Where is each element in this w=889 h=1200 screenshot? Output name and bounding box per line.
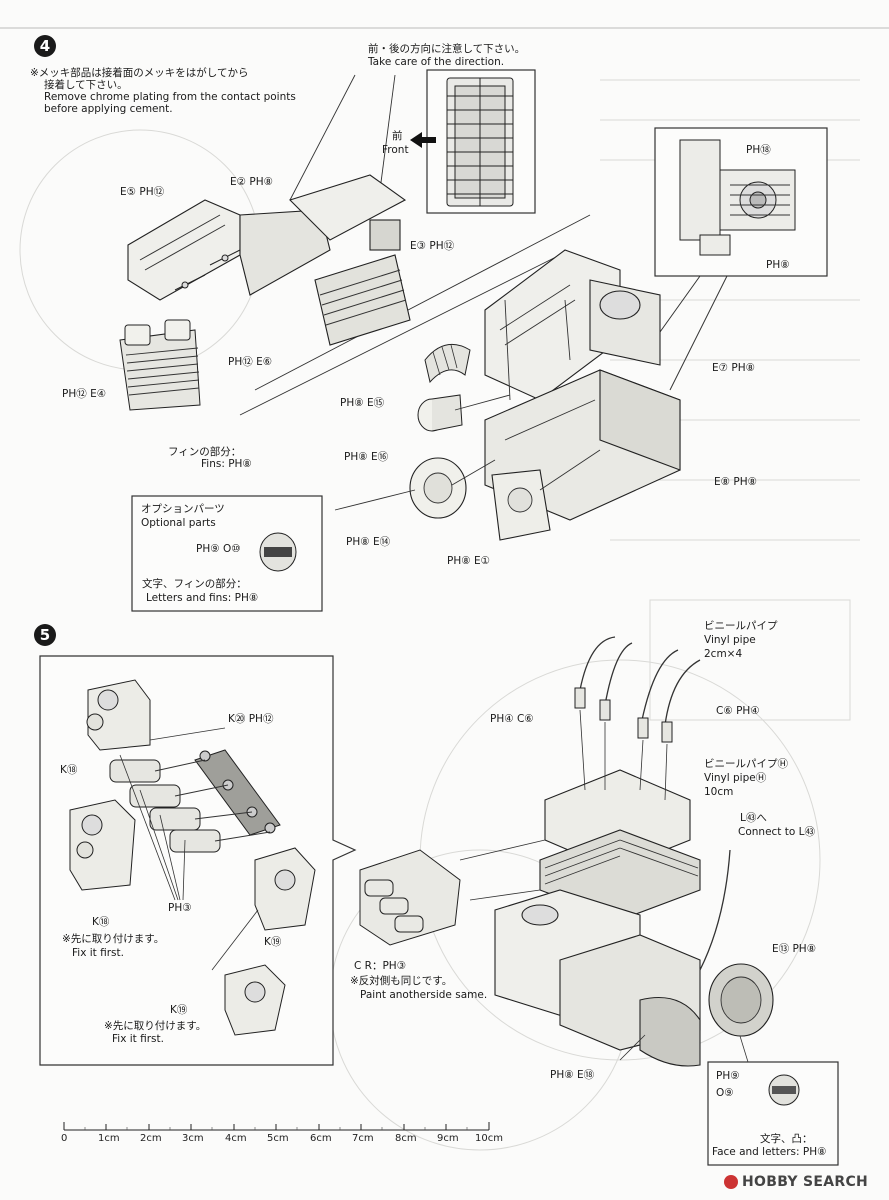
ruler-tick-4: 4cm	[225, 1133, 247, 1144]
label-e6: PH⑫ E⑥	[228, 356, 273, 368]
chrome-note-jp-1: ※メッキ部品は接着面のメッキをはがしてから	[30, 67, 249, 79]
hobby-search-brand: HOBBY SEARCH	[742, 1174, 869, 1190]
step-4-badge: 4	[34, 35, 56, 57]
label-ph3: PH③	[168, 902, 192, 914]
label-e4: PH⑫ E④	[62, 388, 107, 400]
front-label-jp: 前	[392, 130, 403, 142]
label-cr: C R：PH③	[354, 960, 407, 972]
front-label-en: Front	[382, 144, 409, 156]
vinyl-pipe-jp: ビニールパイプ	[704, 620, 778, 632]
fix-first-jp: ※先に取り付けます。	[62, 933, 165, 945]
fins-label-jp: フィンの部分：	[168, 446, 242, 458]
cover-o9: O⑨	[716, 1087, 734, 1099]
label-k18-upper: K⑱	[60, 764, 78, 776]
vinyl-pipe-h-size: 10cm	[704, 786, 734, 798]
label-e15: PH⑧ E⑮	[340, 397, 385, 409]
ruler-tick-3: 3cm	[182, 1133, 204, 1144]
hobby-search-watermark: HOBBY SEARCH	[724, 1174, 868, 1190]
option-letters-en: Letters and fins: PH⑧	[146, 592, 259, 604]
vinyl-pipe-en: Vinyl pipe	[704, 634, 756, 646]
ruler-tick-2: 2cm	[140, 1133, 162, 1144]
connect-l43-en: Connect to L㊸	[738, 826, 815, 838]
label-e1: PH⑧ E①	[447, 555, 491, 567]
ruler-tick-6: 6cm	[310, 1133, 332, 1144]
label-e13: E⑬ PH⑧	[772, 943, 817, 955]
vinyl-pipe-h-jp: ビニールパイプⒽ	[704, 758, 788, 770]
paint-note-jp: ※反対側も同じです。	[350, 975, 453, 987]
chrome-note-en-1: Remove chrome plating from the contact p…	[44, 91, 296, 103]
ruler-tick-9: 9cm	[437, 1133, 459, 1144]
label-k18-lower: K⑱	[92, 916, 110, 928]
option-title-en: Optional parts	[141, 517, 216, 529]
label-e2: E② PH⑧	[230, 176, 274, 188]
cover-letters-jp: 文字、凸：	[760, 1133, 813, 1145]
ruler-tick-0: 0	[61, 1133, 68, 1144]
ruler-tick-8: 8cm	[395, 1133, 417, 1144]
chrome-note-jp-2: 接着して下さい。	[44, 79, 128, 91]
vinyl-pipe-size: 2cm×4	[704, 648, 743, 660]
label-e18: PH⑧ E⑱	[550, 1069, 595, 1081]
label-ph18: PH⑱	[746, 144, 771, 156]
paint-note-en: Paint anotherside same.	[360, 989, 488, 1001]
label-k19-lower: K⑲	[170, 1004, 188, 1016]
ruler-tick-5: 5cm	[267, 1133, 289, 1144]
label-k19-upper: K⑲	[264, 936, 282, 948]
hobby-search-logo-icon	[724, 1175, 738, 1189]
fins-label-en: Fins: PH⑧	[201, 458, 252, 470]
step-5-badge: 5	[34, 624, 56, 646]
option-part-label: PH⑨ O⑩	[196, 543, 241, 555]
connect-l43-jp: L㊸へ	[740, 812, 767, 824]
ruler-tick-1: 1cm	[98, 1133, 120, 1144]
label-e14: PH⑧ E⑭	[346, 536, 391, 548]
label-e3: E③ PH⑫	[410, 240, 455, 252]
ruler-tick-10: 10cm	[475, 1133, 503, 1144]
label-k20: K⑳ PH⑫	[228, 713, 274, 725]
label-e5: E⑤ PH⑫	[120, 186, 165, 198]
option-title-jp: オプションパーツ	[141, 503, 225, 515]
ruler-tick-7: 7cm	[352, 1133, 374, 1144]
label-ph8-inset: PH⑧	[766, 259, 790, 271]
cover-letters-en: Face and letters: PH⑧	[712, 1146, 827, 1158]
option-letters-jp: 文字、フィンの部分：	[142, 578, 247, 590]
fix-first-en: Fix it first.	[72, 947, 124, 959]
label-e16: PH⑧ E⑯	[344, 451, 389, 463]
fix-first2-en: Fix it first.	[112, 1033, 164, 1045]
vinyl-pipe-h-en: Vinyl pipeⒽ	[704, 772, 767, 784]
label-e7: E⑦ PH⑧	[712, 362, 756, 374]
label-e8: E⑧ PH⑧	[714, 476, 758, 488]
direction-note-jp: 前・後の方向に注意して下さい。	[368, 43, 526, 55]
direction-note-en: Take care of the direction.	[368, 56, 505, 68]
label-c6-left: PH④ C⑥	[490, 713, 534, 725]
label-c6-right: C⑥ PH④	[716, 705, 760, 717]
fix-first2-jp: ※先に取り付けます。	[104, 1020, 207, 1032]
cover-ph9: PH⑨	[716, 1070, 740, 1082]
chrome-note-en-2: before applying cement.	[44, 103, 173, 115]
